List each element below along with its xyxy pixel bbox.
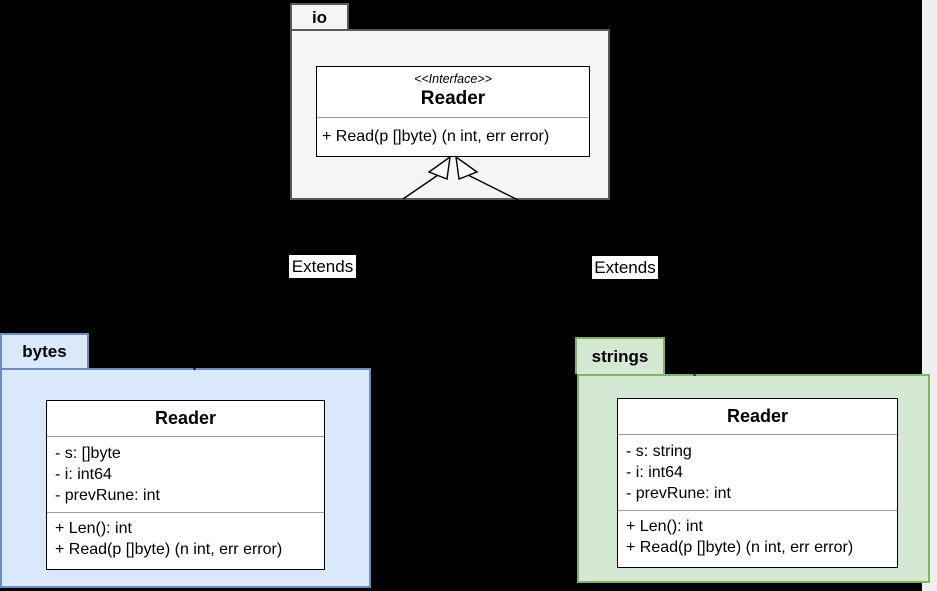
edge-label-text: Extends (594, 257, 656, 277)
class-methods-section: + Len(): int + Read(p []byte) (n int, er… (47, 512, 324, 568)
package-tab-io: io (290, 3, 349, 30)
class-method: + Read(p []byte) (n int, err error) (55, 541, 283, 558)
class-name: Reader (726, 406, 789, 426)
class-attribute: - i: int64 (626, 464, 683, 481)
interface-title-section: <<Interface>> Reader (317, 67, 589, 117)
class-method: + Read(p []byte) (n int, err error) (626, 539, 854, 556)
class-attribute: - s: []byte (55, 445, 121, 462)
class-attributes-section: - s: []byte - i: int64 - prevRune: int (47, 436, 324, 512)
interface-name: Reader (420, 88, 486, 109)
class-attribute: - s: string (626, 443, 692, 460)
interface-stereotype: <<Interface>> (414, 72, 492, 86)
package-tab-bytes: bytes (0, 333, 89, 368)
class-box-strings-reader: Reader - s: string - i: int64 - prevRune… (617, 398, 898, 568)
package-tab-strings: strings (575, 337, 665, 374)
interface-methods-section: + Read(p []byte) (n int, err error) (317, 117, 589, 156)
class-attributes-section: - s: string - i: int64 - prevRune: int (618, 434, 897, 510)
edge-label-text: Extends (291, 256, 354, 276)
class-attribute: - prevRune: int (626, 485, 731, 502)
package-label-strings: strings (591, 346, 649, 366)
class-methods-section: + Len(): int + Read(p []byte) (n int, er… (618, 510, 897, 566)
edge-label-extends-right: Extends (592, 256, 658, 279)
class-box-bytes-reader: Reader - s: []byte - i: int64 - prevRune… (46, 400, 325, 570)
class-method: + Len(): int (55, 520, 132, 537)
class-method: + Len(): int (626, 518, 703, 535)
class-name: Reader (154, 408, 217, 428)
package-label-io: io (311, 7, 328, 27)
edge-label-extends-left: Extends (289, 255, 356, 278)
package-label-bytes: bytes (22, 341, 67, 361)
class-attribute: - i: int64 (55, 466, 112, 483)
interface-box-io-reader: <<Interface>> Reader + Read(p []byte) (n… (316, 66, 590, 157)
interface-method: + Read(p []byte) (n int, err error) (322, 128, 550, 145)
class-attribute: - prevRune: int (55, 487, 160, 504)
